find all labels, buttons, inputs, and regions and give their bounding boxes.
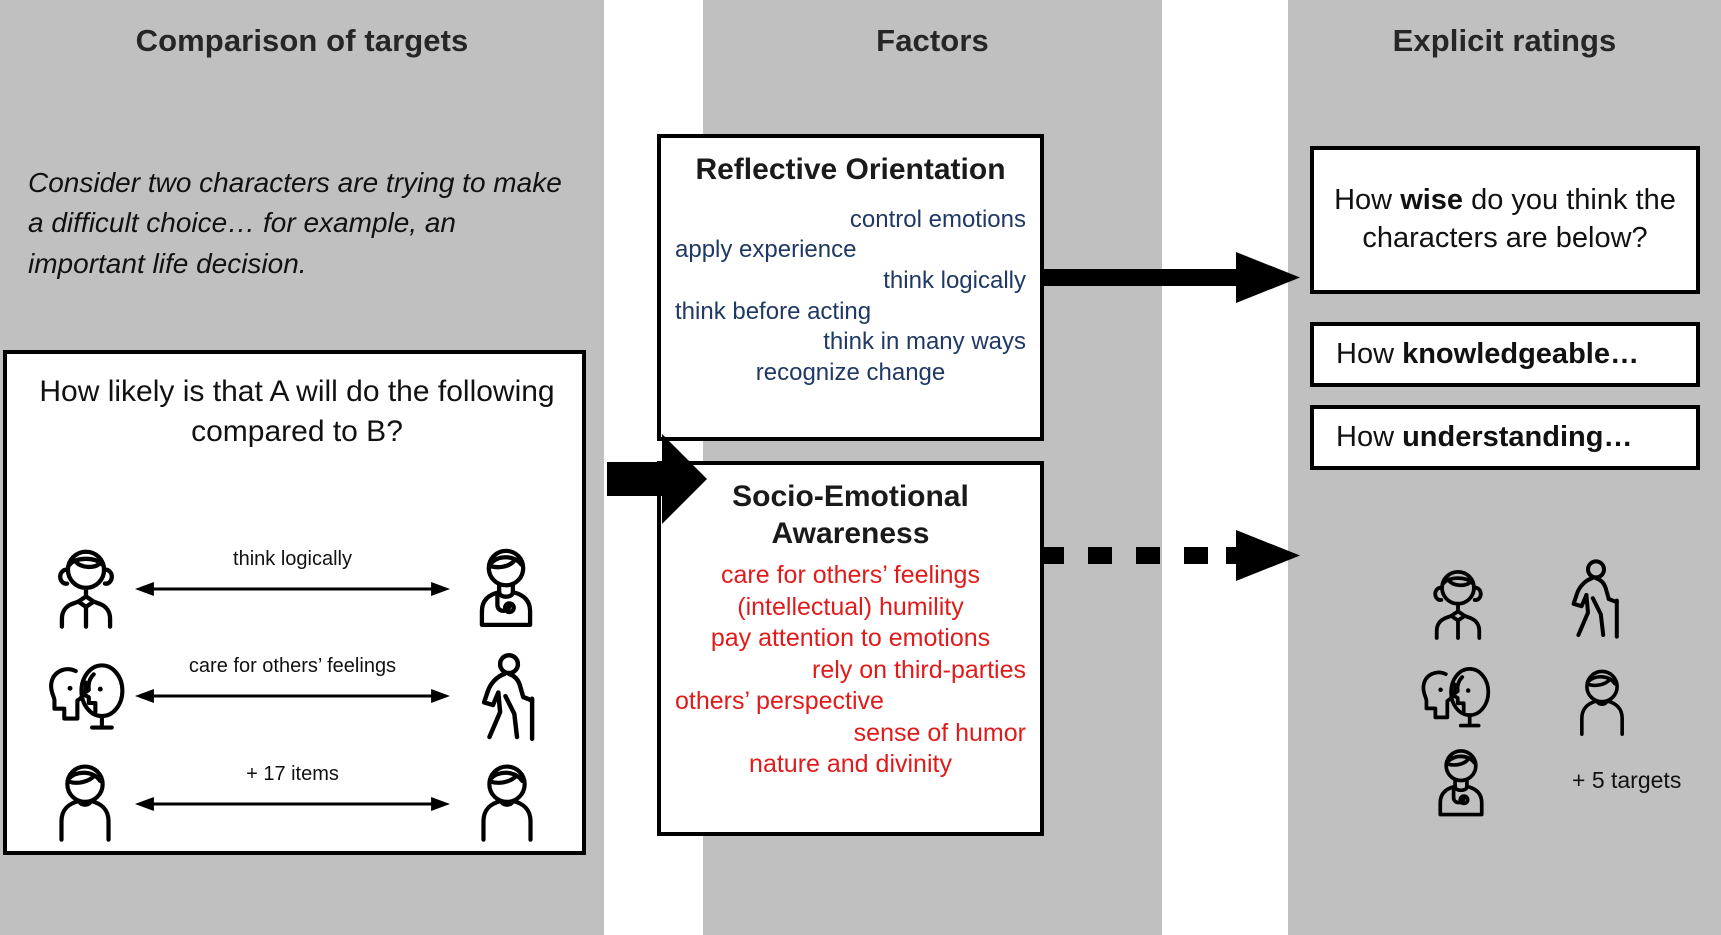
comparison-row: + 17 items — [25, 759, 565, 849]
factor-box-socio-emotional-awareness: Socio-Emotional Awareness care for other… — [657, 461, 1044, 836]
factor-item: recognize change — [755, 359, 946, 387]
factor-item: (intellectual) humility — [737, 592, 964, 621]
girl-student-icon — [43, 544, 129, 630]
factor-item: sense of humor — [853, 718, 1026, 747]
rating-suffix: do you think the characters are below? — [1362, 184, 1676, 254]
panel-title-mid: Factors — [876, 23, 989, 58]
comparison-row: care for others’ feelings — [25, 651, 565, 741]
factor-item: others’ perspective — [675, 687, 884, 716]
target-icon-grid: + 5 targets — [1420, 559, 1710, 817]
rating-prefix: How — [1336, 338, 1403, 370]
factor-title: Reflective Orientation — [695, 153, 1006, 186]
rating-prefix: How — [1336, 421, 1403, 453]
comparison-row: think logically — [25, 544, 565, 634]
comparison-row-label: + 17 items — [246, 763, 339, 785]
factor-item: pay attention to emotions — [710, 624, 991, 653]
rating-box-wise: How wise do you think the characters are… — [1310, 146, 1700, 294]
arrow-factors-to-ratings-icon — [1040, 252, 1300, 304]
person-bust-icon — [43, 759, 127, 843]
rating-keyword: understanding… — [1402, 421, 1633, 453]
factor-item: think before acting — [675, 297, 872, 325]
arrow-left-to-factors-icon — [602, 424, 712, 534]
two-heads-icon — [1416, 657, 1498, 733]
panel-title-right: Explicit ratings — [1392, 23, 1617, 58]
factor-item: apply experience — [675, 236, 857, 264]
rating-prefix: How — [1334, 184, 1401, 217]
doctor-icon — [463, 544, 549, 630]
comparison-row-label: think logically — [233, 548, 352, 570]
rating-keyword: knowledgeable… — [1402, 338, 1639, 370]
rating-keyword: wise — [1400, 184, 1464, 217]
double-arrow-icon — [135, 793, 450, 815]
double-arrow-icon — [135, 685, 450, 707]
doctor-icon — [1424, 745, 1498, 819]
target-count-label: + 5 targets — [1572, 767, 1682, 793]
scenario-intro-text: Consider two characters are trying to ma… — [28, 167, 562, 279]
factor-item-list: control emotions apply experience think … — [661, 205, 1040, 389]
factor-item: think in many ways — [823, 328, 1026, 356]
factor-item: rely on third-parties — [812, 655, 1026, 684]
comparison-question-card: How likely is that A will do the followi… — [3, 350, 586, 855]
double-arrow-icon — [135, 578, 450, 600]
rating-text: How knowledgeable… — [1314, 338, 1696, 371]
two-heads-icon — [43, 651, 133, 737]
panel-title-left: Comparison of targets — [135, 23, 469, 58]
comparison-row-label: care for others’ feelings — [188, 655, 397, 677]
comparison-arrow-group: care for others’ feelings — [135, 655, 450, 735]
factor-title: Socio-Emotional Awareness — [732, 480, 969, 550]
factor-item: nature and divinity — [749, 750, 952, 779]
elderly-person-with-cane-icon — [1560, 557, 1632, 641]
arrow-factors-to-targets-icon — [1040, 530, 1300, 582]
factor-item: think logically — [883, 267, 1026, 295]
person-bust-icon — [1566, 665, 1638, 737]
rating-box-understanding: How understanding… — [1310, 405, 1700, 470]
rating-text: How understanding… — [1314, 421, 1696, 454]
factor-item: control emotions — [849, 205, 1026, 233]
factor-item: care for others’ feelings — [721, 561, 980, 590]
person-bust-icon — [465, 759, 549, 843]
rating-box-knowledgeable: How knowledgeable… — [1310, 322, 1700, 387]
elderly-person-with-cane-icon — [469, 651, 549, 743]
comparison-arrow-group: think logically — [135, 548, 450, 628]
comparison-arrow-group: + 17 items — [135, 763, 450, 843]
rating-text: How wise do you think the characters are… — [1314, 182, 1696, 257]
girl-student-icon — [1420, 565, 1496, 641]
comparison-question-text: How likely is that A will do the followi… — [39, 375, 555, 448]
factor-box-reflective-orientation: Reflective Orientation control emotions … — [657, 134, 1044, 441]
factor-item-list: care for others’ feelings (intellectual)… — [661, 560, 1040, 781]
